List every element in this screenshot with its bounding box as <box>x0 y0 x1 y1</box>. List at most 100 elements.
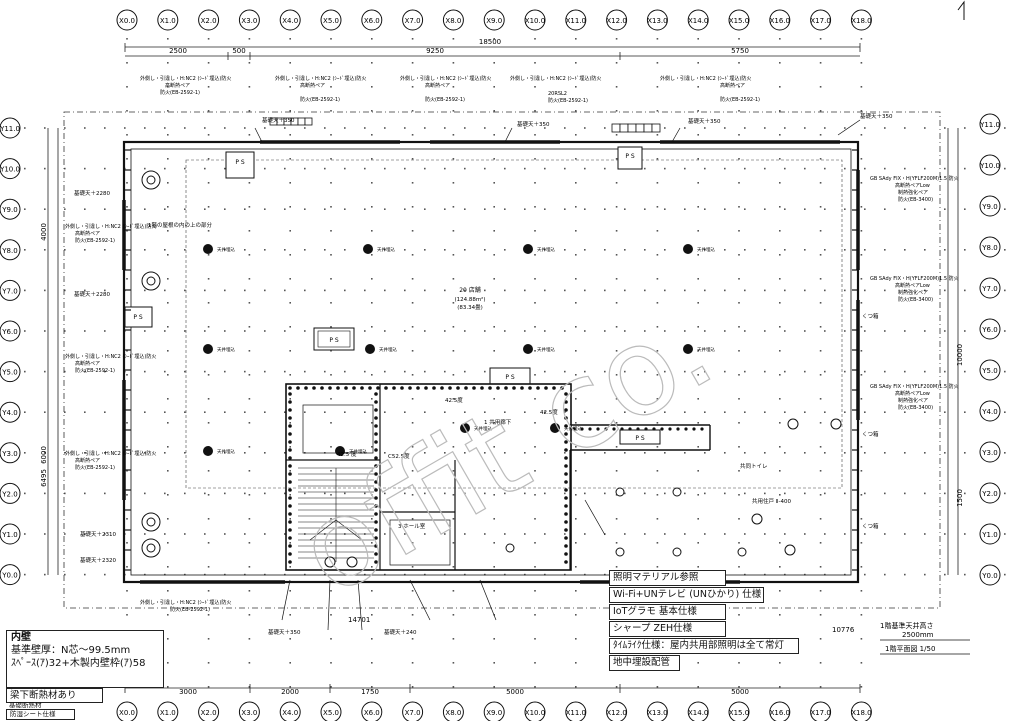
grid-dot <box>964 533 966 535</box>
grid-dot <box>804 289 806 292</box>
top-note-c3: 防火(EB-2592-1) <box>425 96 465 103</box>
grid-dot <box>126 350 128 352</box>
grid-dot <box>575 542 577 544</box>
core-dot <box>448 386 452 390</box>
core-dot <box>374 512 378 516</box>
grid-dot <box>584 452 586 454</box>
grid-dot <box>804 167 806 170</box>
grid-dot <box>289 470 291 472</box>
top-axis-x18-0: X18.0 <box>850 9 872 31</box>
grid-dot <box>738 278 740 280</box>
bottom-dim-5: 5000 <box>731 688 749 696</box>
grid-dot <box>144 208 146 210</box>
grid-dot <box>804 452 806 454</box>
core-dot <box>416 386 420 390</box>
grid-dot <box>824 452 826 454</box>
grid-dot <box>364 411 366 413</box>
grid-dot <box>24 533 26 535</box>
grid-dot <box>452 38 455 40</box>
right-dim-1: 10000 <box>956 344 964 366</box>
top-note-d3: 防火(EB-2592-1) <box>548 97 588 104</box>
grid-dot <box>493 158 495 160</box>
grid-dot <box>624 208 626 210</box>
grid-dot <box>534 158 536 160</box>
grid-dot <box>167 614 169 616</box>
grid-dot <box>544 249 546 251</box>
core-dot <box>288 480 292 484</box>
grid-dot <box>404 167 406 170</box>
core-dot <box>288 512 292 516</box>
grid-dot <box>167 158 169 160</box>
grid-dot <box>504 167 506 170</box>
grid-dot <box>944 411 946 413</box>
grid-dot <box>371 326 373 328</box>
grid-dot <box>84 330 86 332</box>
grid-dot <box>384 330 386 332</box>
grid-dot <box>248 254 251 256</box>
grid-dot <box>575 590 577 592</box>
grid-dot <box>330 470 332 472</box>
grid-dot <box>819 158 822 160</box>
grid-dot <box>534 182 536 184</box>
bottom-axis-label: X11.0 <box>566 709 586 717</box>
grid-dot <box>524 533 526 535</box>
grid-dot <box>564 370 566 373</box>
grid-dot <box>44 127 46 129</box>
grid-dot <box>167 110 169 112</box>
core-dot <box>580 427 584 431</box>
grid-dot <box>330 110 332 112</box>
grid-dot <box>424 289 426 292</box>
grid-dot <box>207 542 210 544</box>
grid-dot <box>819 374 822 376</box>
grid-dot <box>824 208 826 210</box>
grid-dot <box>371 158 373 160</box>
grid-dot <box>248 230 251 232</box>
grid-dot <box>207 38 210 40</box>
grid-dot <box>304 249 306 251</box>
grid-dot <box>779 278 781 280</box>
grid-dot <box>126 206 128 208</box>
core-dot <box>564 464 568 468</box>
core-dot <box>604 427 608 431</box>
grid-dot <box>452 326 455 328</box>
grid-dot <box>452 254 455 256</box>
grid-dot <box>844 533 846 535</box>
grid-dot <box>224 411 226 413</box>
grid-dot <box>564 411 566 413</box>
grid-dot <box>64 208 66 210</box>
grid-dot <box>493 542 495 544</box>
grid-dot <box>764 330 766 332</box>
grid-dot <box>697 158 699 160</box>
grid-dot <box>656 134 659 136</box>
grid-dot <box>1004 452 1006 454</box>
grid-dot <box>84 573 86 576</box>
grid-dot <box>738 422 740 424</box>
grid-dot <box>564 330 566 332</box>
grid-dot <box>224 289 226 292</box>
left-note-a2: 高断熱ペア <box>75 230 100 237</box>
bottom-axis-x9-0: X9.0 <box>483 701 505 721</box>
grid-dot <box>444 208 446 210</box>
core-dot <box>564 520 568 524</box>
grid-dot <box>330 374 332 376</box>
grid-dot <box>884 249 886 251</box>
grid-dot <box>644 411 646 413</box>
bottom-axis-x3-0: X3.0 <box>238 701 260 721</box>
core-dot <box>552 386 556 390</box>
grid-dot <box>330 278 332 280</box>
grid-dot <box>493 182 495 184</box>
grid-dot <box>664 289 666 292</box>
core-dot <box>456 386 460 390</box>
grid-dot <box>534 134 536 136</box>
grid-dot <box>493 326 495 328</box>
core-dot <box>368 386 372 390</box>
inner-wall-note: 内壁 基準壁厚：N芯～99.5mm ｽﾍﾟｰｽ(ｱ)32+木製内壁枠(ｱ)58 <box>6 630 164 688</box>
grid-dot <box>944 452 946 454</box>
grid-dot <box>779 134 781 136</box>
grid-dot <box>24 411 26 413</box>
grid-dot <box>452 446 455 448</box>
grid-dot <box>738 470 740 472</box>
grid-dot <box>248 62 251 64</box>
core-dot <box>480 386 484 390</box>
